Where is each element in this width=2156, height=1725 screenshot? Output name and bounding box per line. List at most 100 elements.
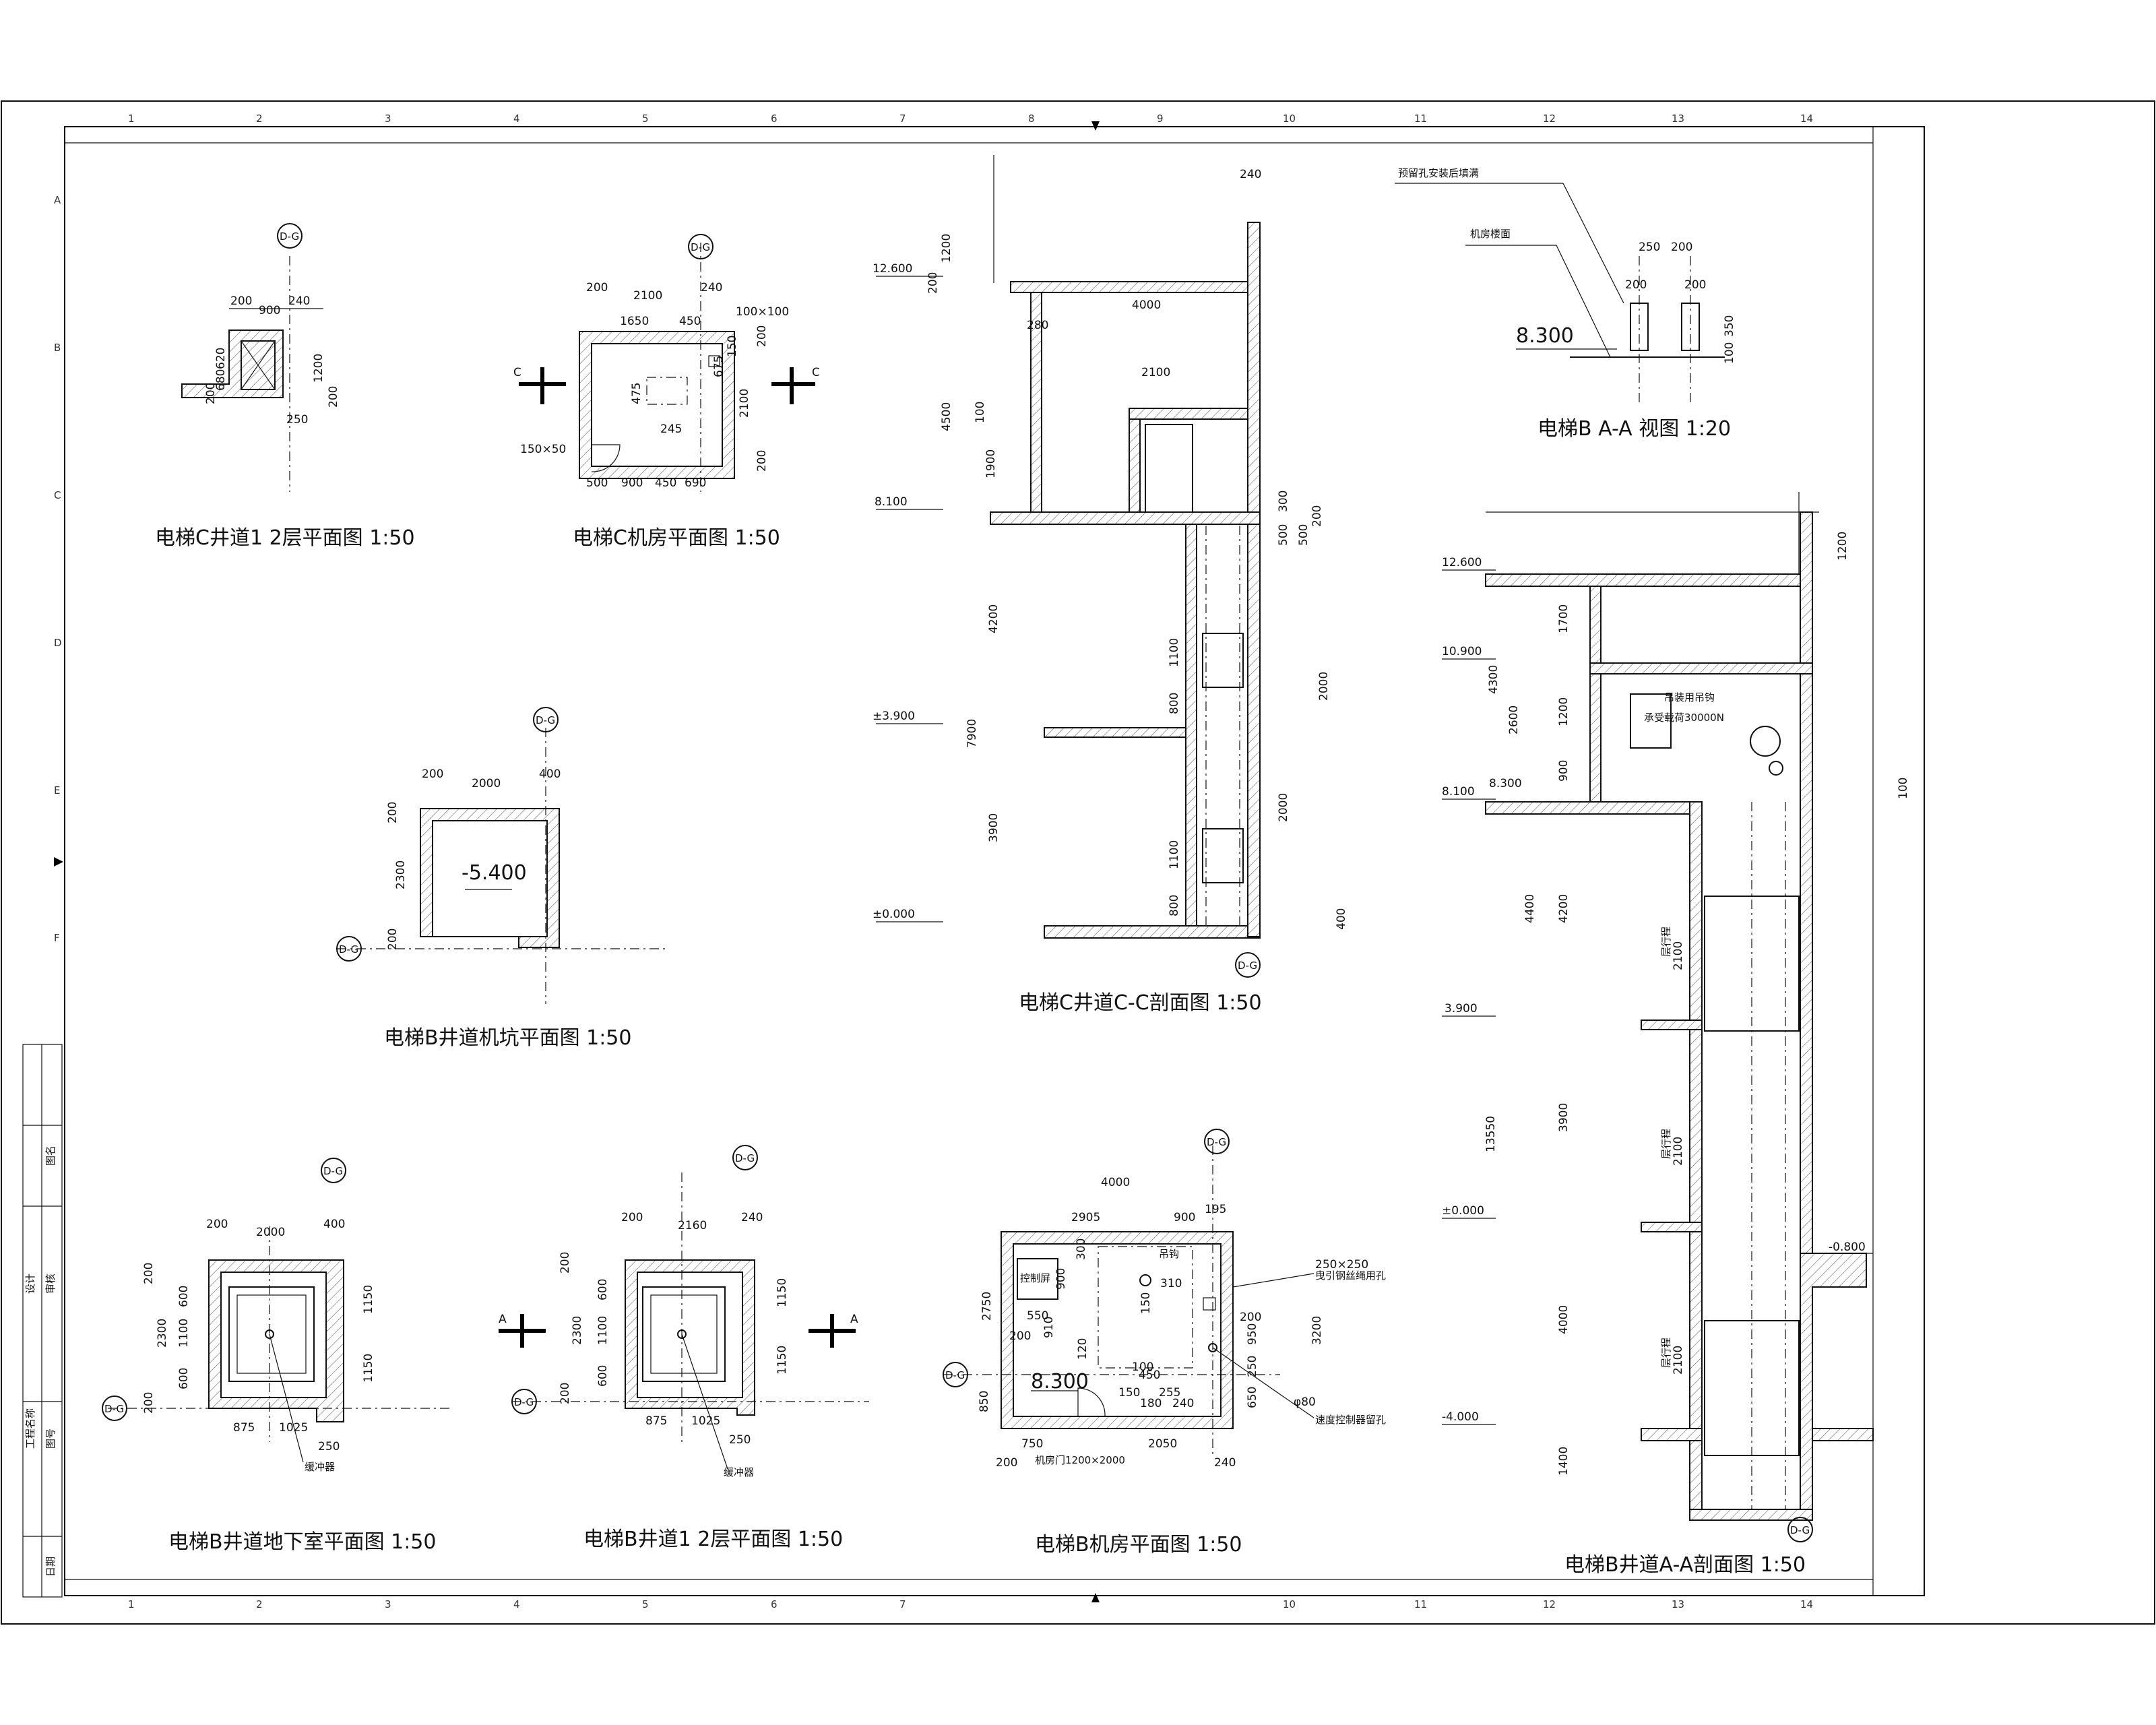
dim-label: 120 [1076, 1338, 1089, 1360]
view-title: 电梯B井道机坑平面图 1:50 [384, 1026, 632, 1050]
car [1202, 633, 1244, 688]
slab [1641, 1428, 1703, 1441]
wall [1129, 410, 1141, 513]
dim-label: 1025 [691, 1414, 720, 1428]
dim-label: 3200 [1310, 1316, 1324, 1345]
dim-label: 400 [539, 767, 561, 781]
level-mark: 8.100 [875, 495, 908, 509]
grid-columns-bottom: 1 2 3 4 5 6 7 10 11 12 13 14 [128, 1598, 1813, 1610]
dim-label: 4200 [1557, 894, 1571, 923]
axis-tag: D-G [514, 1396, 534, 1408]
dim-label: 2100 [1672, 941, 1685, 970]
view-title: 电梯B井道地下室平面图 1:50 [168, 1530, 437, 1554]
view-title: 电梯B井道A-A剖面图 1:50 [1564, 1553, 1806, 1577]
dim-label: 2100 [633, 289, 662, 303]
axis-bubble [336, 936, 362, 962]
dim-label: 900 [621, 476, 643, 490]
sheet-frame [1, 100, 2155, 1625]
dim-label: 150 [726, 336, 739, 357]
dim-label: 200 [386, 929, 400, 950]
level-mark: 10.900 [1442, 645, 1482, 658]
dim-label: 500 [1277, 524, 1290, 546]
grid-col: 4 [513, 113, 520, 125]
axis-bubble [943, 1362, 968, 1387]
note-governor-hole: 速度控制器留孔 [1315, 1414, 1386, 1426]
machine-outline [646, 377, 688, 405]
view-c-section: D-G 12.600 8.100 ±3.900 ±0.000 240 1200 … [873, 155, 1348, 1015]
floor-slab [1044, 925, 1261, 939]
axis-bubble [732, 1145, 758, 1170]
dim-label: 250 [318, 1440, 340, 1453]
dim-label: 240 [741, 1211, 763, 1224]
dim-label: 1200 [940, 234, 953, 263]
view-b-pit-plan: D-G D-G -5.400 200 2000 400 200 2300 200… [336, 707, 667, 1050]
dim-label: 245 [660, 422, 682, 436]
dim-label: 200 [1310, 505, 1324, 527]
axis-bubble [1787, 1517, 1813, 1542]
grid-col: 10 [1283, 1598, 1296, 1610]
dim-label: 200 [586, 281, 608, 294]
wall [625, 1259, 755, 1416]
dim-label: 1150 [362, 1285, 375, 1314]
dim-label: 240 [1214, 1456, 1236, 1470]
axis-tag: D-G [536, 714, 555, 726]
note-machine-door: 机房门1200×2000 [1035, 1454, 1125, 1466]
dim-label: 1400 [1557, 1447, 1571, 1476]
dim-label: 600 [596, 1365, 610, 1387]
wall [1247, 222, 1261, 526]
door-swing [591, 444, 621, 472]
grid-col: 5 [642, 1598, 649, 1610]
dim-label: 100 [1723, 342, 1736, 364]
control-cabinet [1017, 1258, 1058, 1300]
dim-label: 4500 [940, 402, 953, 431]
axis-tag: D-G [735, 1152, 755, 1164]
dim-label: 600 [177, 1286, 191, 1307]
note-hoist-hook: 吊装用吊钩 [1664, 691, 1715, 703]
machine-floor [990, 511, 1261, 525]
dim-label: 800 [1168, 693, 1181, 714]
dim-label: 100×100 [736, 305, 789, 319]
note-rope-hole: 曳引钢丝绳用孔 [1315, 1269, 1386, 1282]
grid-col: 7 [899, 113, 906, 125]
dim-label: 3900 [1557, 1103, 1571, 1132]
cut-label: C [812, 366, 820, 379]
dim-label: 750 [1021, 1437, 1043, 1451]
dim-label: 7900 [965, 719, 979, 748]
grid-col: 2 [256, 113, 263, 125]
pit-wall [1800, 1253, 1867, 1510]
dim-label: 2100 [1141, 366, 1170, 379]
pit-floor [1689, 1509, 1813, 1521]
grid-col: 11 [1414, 1598, 1427, 1610]
dim-label: 450 [655, 476, 676, 490]
grid-col: 10 [1283, 113, 1296, 125]
machine-floor [1485, 801, 1699, 815]
grid-row: F [54, 932, 60, 944]
dim-label: 2300 [394, 860, 408, 889]
axis-bubble [688, 234, 714, 259]
wall [420, 808, 560, 948]
dim-label: 200 [206, 1218, 228, 1231]
dim-label: 1100 [596, 1316, 610, 1345]
grid-col: 13 [1672, 1598, 1684, 1610]
axis-bubble [533, 707, 559, 732]
grid-columns-top: 1 2 3 4 5 6 7 8 9 10 11 12 13 14 [128, 113, 1813, 125]
dim-label: 875 [233, 1421, 255, 1435]
axis-bubble [1235, 952, 1261, 978]
dim-label: 4000 [1132, 299, 1161, 312]
dim-label: 200 [1009, 1329, 1031, 1343]
grid-col: 9 [1157, 113, 1164, 125]
dim-label: 850 [978, 1391, 991, 1412]
dim-label: 240 [1172, 1397, 1194, 1410]
dim-label: 2100 [1672, 1346, 1685, 1375]
grid-col: 3 [385, 113, 391, 125]
note-machine-floor: 机房楼面 [1470, 228, 1511, 240]
view-c-machine-room-plan: D-G C C 200 2100 240 1650 450 100×100 67… [513, 234, 820, 550]
note-load-capacity: 承受载荷30000N [1644, 712, 1724, 724]
view-b-aa-detail: 预留孔安装后填满 机房楼面 8.300 250 200 200 200 350 … [1395, 167, 1736, 441]
dim-label: 200 [1625, 278, 1647, 292]
dim-label: 4200 [987, 604, 1001, 633]
dim-label: 200 [755, 325, 769, 347]
title-block: 图名 设计 审核 工程名称 图号 日期 [22, 1044, 63, 1598]
axis-tag: D-G [1790, 1524, 1810, 1536]
dim-label: 4400 [1523, 894, 1537, 923]
